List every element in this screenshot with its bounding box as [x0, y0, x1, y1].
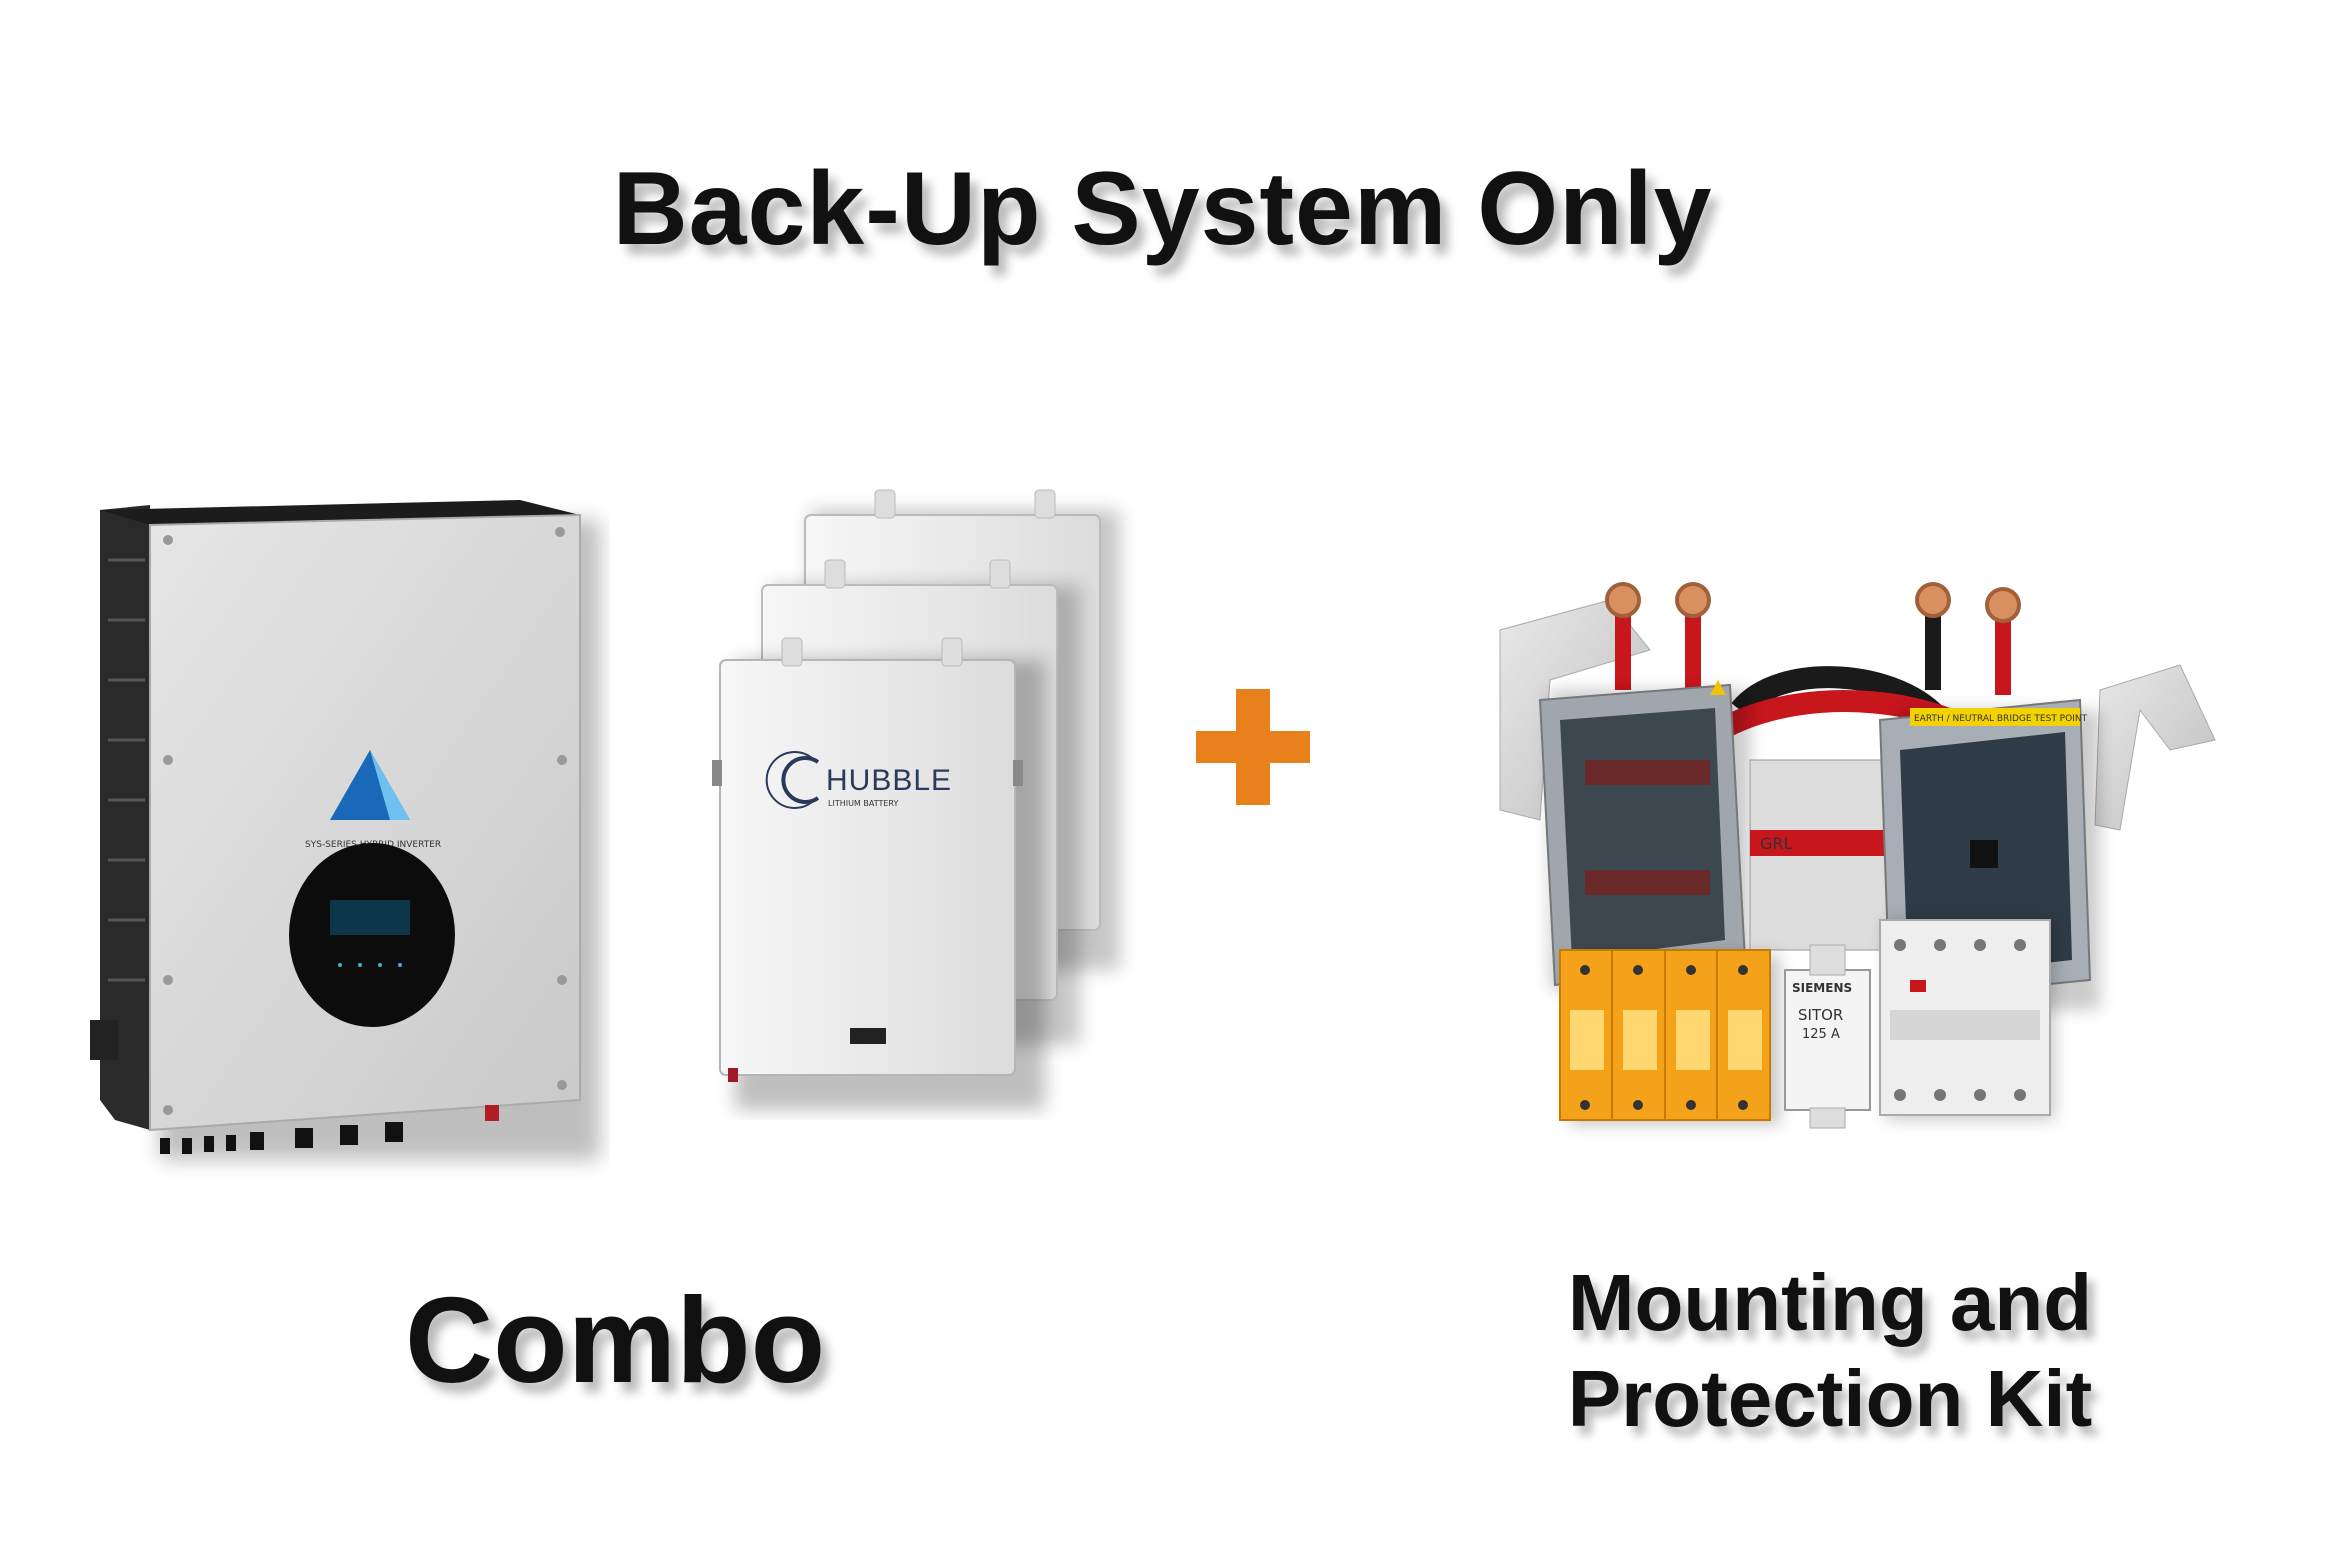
page-title: Back-Up System Only	[612, 151, 1713, 267]
battery-stack-image: HUBBLE LITHIUM BATTERY	[712, 489, 1120, 1110]
switch-brand: GRL	[1760, 834, 1793, 853]
protection-kit-image: GRL EARTH / NEUTRAL BRIDGE TEST POINT SI…	[1499, 582, 2216, 1129]
fuse-rating: 125 A	[1802, 1027, 1840, 1042]
fuse-brand: SIEMENS	[1792, 981, 1852, 995]
triangle-logo-icon	[330, 750, 410, 820]
kit-label: Mounting and Protection Kit	[1500, 1255, 2160, 1447]
kit-panel-label: EARTH / NEUTRAL BRIDGE TEST POINT	[1914, 714, 2088, 724]
fuse-model: SITOR	[1798, 1006, 1843, 1024]
inverter-image: SYS-SERIES HYBRID INVERTER	[90, 500, 600, 1160]
battery-brand-sub: LITHIUM BATTERY	[828, 799, 898, 808]
kit-label-line1: Mounting and	[1567, 1258, 2093, 1347]
plus-icon	[1196, 689, 1310, 805]
kit-label-line2: Protection Kit	[1567, 1354, 2093, 1443]
battery-brand: HUBBLE	[826, 764, 952, 797]
combo-label: Combo	[405, 1272, 826, 1408]
